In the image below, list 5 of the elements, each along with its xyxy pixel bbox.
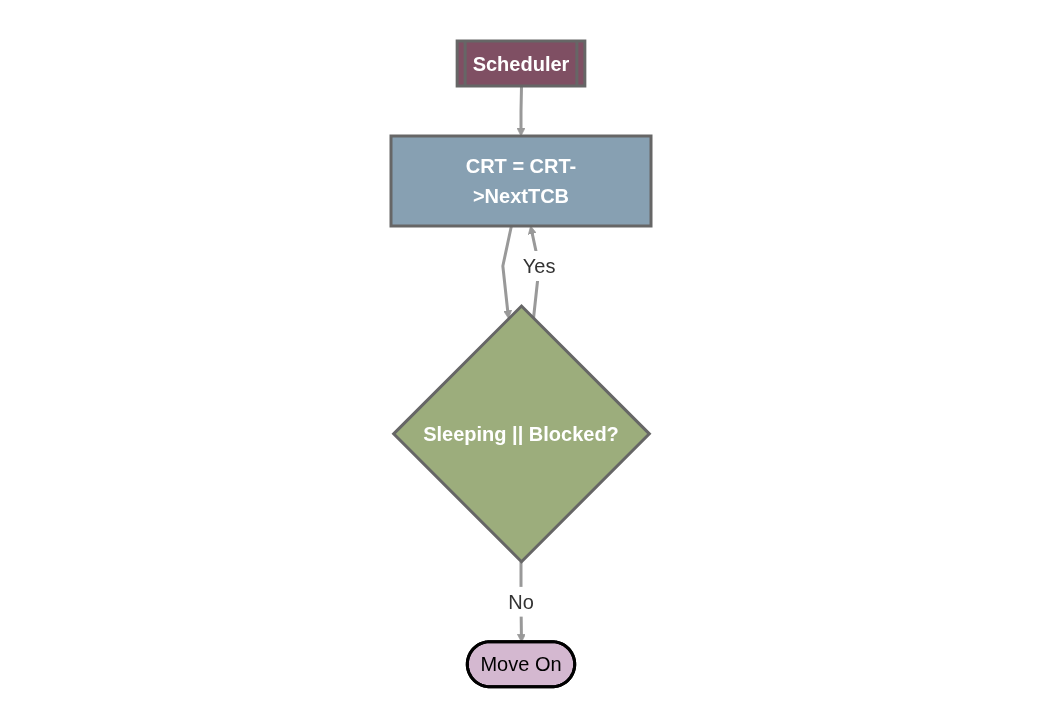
- arrow: [516, 86, 525, 137]
- node-box: CRT = CRT->NextTCB: [389, 134, 652, 228]
- edge-label: Yes: [522, 255, 555, 278]
- edge-label: No: [507, 590, 534, 613]
- node-diamond: Sleeping || Blocked?: [391, 304, 651, 564]
